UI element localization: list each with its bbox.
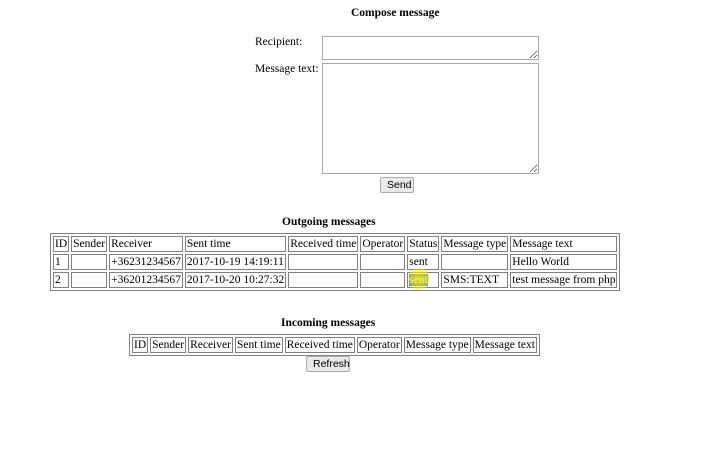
compose-title: Compose message bbox=[351, 7, 440, 19]
col-header-message-text: Message text bbox=[510, 236, 618, 252]
cell-sent-time: 2017-10-20 10:27:32 bbox=[184, 272, 287, 288]
send-button[interactable]: Send bbox=[380, 177, 414, 193]
col-header-receiver: Receiver bbox=[109, 236, 183, 252]
col-header-received-time: Received time bbox=[288, 236, 359, 252]
cell-receiver: +36231234567 bbox=[109, 254, 183, 270]
col-header-sender: Sender bbox=[71, 236, 108, 252]
col-header-operator: Operator bbox=[360, 236, 406, 252]
cell-status: sent bbox=[407, 254, 440, 270]
cell-message-type bbox=[441, 254, 509, 270]
col-header-message-type: Message type bbox=[441, 236, 509, 252]
col-header-id: ID bbox=[53, 236, 70, 252]
cell-message-text: Hello World bbox=[510, 254, 618, 270]
col-header-receiver: Receiver bbox=[188, 337, 233, 353]
cell-message-type: SMS:TEXT bbox=[441, 272, 509, 288]
col-header-status: Status bbox=[407, 236, 440, 252]
refresh-button[interactable]: Refresh bbox=[306, 356, 350, 372]
cell-received-time bbox=[288, 254, 359, 270]
outgoing-title: Outgoing messages bbox=[282, 216, 376, 228]
cell-id: 2 bbox=[53, 272, 70, 288]
cursor-highlight-icon bbox=[408, 268, 430, 290]
cell-id: 1 bbox=[53, 254, 70, 270]
outgoing-header-row: ID Sender Receiver Sent time Received ti… bbox=[53, 236, 618, 252]
recipient-label: Recipient: bbox=[255, 36, 303, 48]
incoming-header-row: ID Sender Receiver Sent time Received ti… bbox=[132, 337, 537, 353]
cell-message-text: test message from php bbox=[510, 272, 618, 288]
col-header-received-time: Received time bbox=[284, 337, 355, 353]
cell-operator bbox=[360, 254, 406, 270]
incoming-title: Incoming messages bbox=[281, 317, 376, 329]
outgoing-table: ID Sender Receiver Sent time Received ti… bbox=[50, 233, 621, 291]
message-text-label: Message text: bbox=[255, 63, 319, 75]
cell-received-time bbox=[288, 272, 359, 288]
col-header-operator: Operator bbox=[356, 337, 402, 353]
cell-operator bbox=[360, 272, 406, 288]
cell-receiver: +36201234567 bbox=[109, 272, 183, 288]
message-text-input[interactable] bbox=[322, 63, 539, 174]
table-row: 2 +36201234567 2017-10-20 10:27:32 sent … bbox=[53, 272, 618, 288]
cell-sender bbox=[71, 254, 108, 270]
col-header-sent-time: Sent time bbox=[234, 337, 283, 353]
col-header-message-type: Message type bbox=[403, 337, 471, 353]
col-header-sent-time: Sent time bbox=[184, 236, 287, 252]
recipient-input[interactable] bbox=[322, 36, 539, 60]
col-header-sender: Sender bbox=[150, 337, 187, 353]
cell-sender bbox=[71, 272, 108, 288]
col-header-id: ID bbox=[132, 337, 149, 353]
cell-sent-time: 2017-10-19 14:19:11 bbox=[184, 254, 287, 270]
incoming-table: ID Sender Receiver Sent time Received ti… bbox=[129, 334, 540, 356]
table-row: 1 +36231234567 2017-10-19 14:19:11 sent … bbox=[53, 254, 618, 270]
col-header-message-text: Message text bbox=[472, 337, 537, 353]
